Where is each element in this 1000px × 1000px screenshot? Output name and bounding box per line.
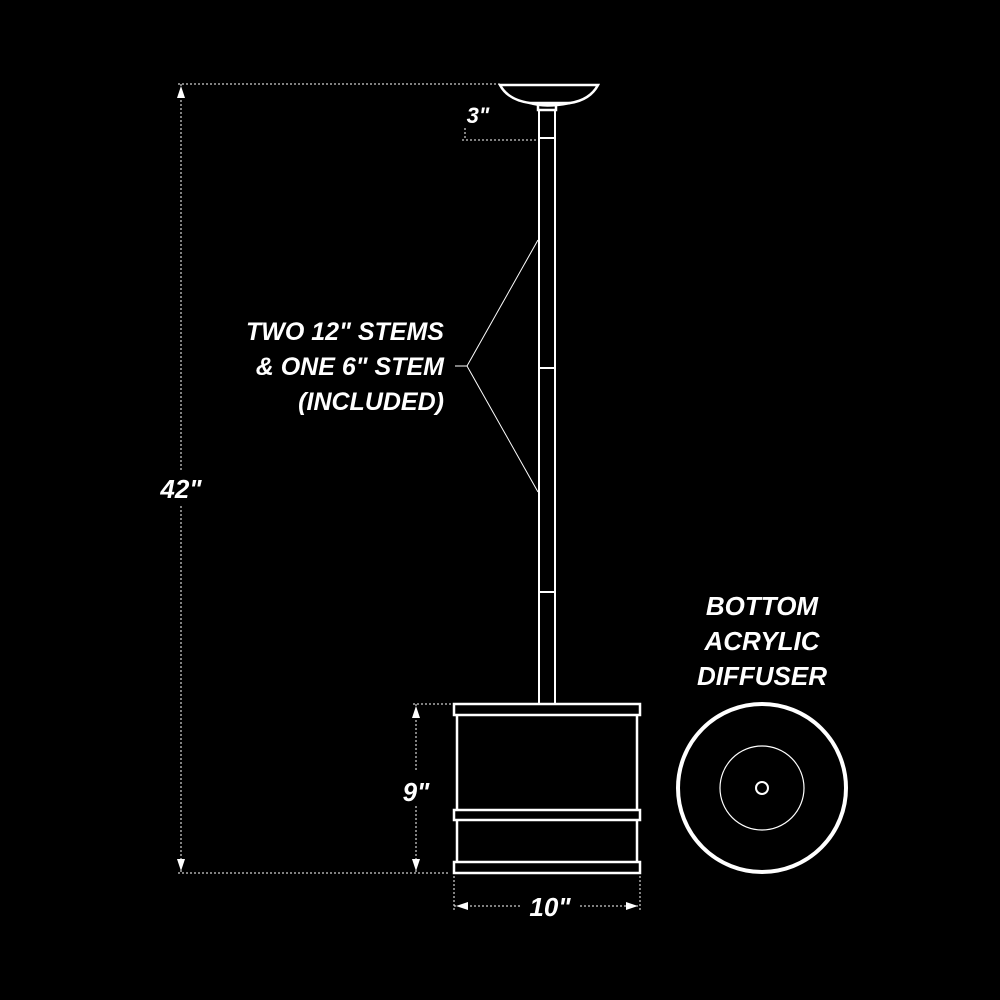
- shade-middle-band: [452, 808, 642, 822]
- stems: [538, 109, 556, 705]
- arrow-42-top: [177, 86, 185, 98]
- stem-callout-leaders: [455, 239, 539, 493]
- canopy: [497, 83, 601, 112]
- overall-height-label: 42": [159, 474, 202, 504]
- diffuser-outer-ring: [676, 702, 848, 874]
- dimension-lines: [178, 83, 641, 910]
- stems-callout-line-2: & ONE 6" STEM: [256, 353, 445, 381]
- stems-callout-line-1: TWO 12" STEMS: [246, 318, 444, 346]
- dimension-arrows: [177, 86, 638, 910]
- arrow-42-bottom: [177, 859, 185, 871]
- shade-height-label: 9": [403, 777, 430, 807]
- stems-callout-line-3: (INCLUDED): [298, 388, 444, 416]
- arrow-10-left: [456, 902, 468, 910]
- stems-callout: TWO 12" STEMS & ONE 6" STEM (INCLUDED): [246, 318, 445, 416]
- arrow-10-right: [626, 902, 638, 910]
- diffuser-callout-line-2: ACRYLIC: [703, 626, 820, 656]
- stem-upper: [538, 109, 556, 369]
- drum-shade: [452, 702, 642, 875]
- arrow-9-top: [412, 706, 420, 718]
- diffuser-callout-line-3: DIFFUSER: [697, 661, 827, 691]
- shade-bottom-band: [452, 860, 642, 875]
- diffuser-callout-line-1: BOTTOM: [706, 591, 820, 621]
- diffuser-callout: BOTTOM ACRYLIC DIFFUSER: [697, 591, 827, 691]
- shade-top-band: [452, 702, 642, 717]
- stem-lower: [538, 591, 556, 705]
- diffuser-center-hole: [755, 781, 769, 795]
- diffuser-bottom-view: [676, 702, 848, 874]
- arrow-9-bottom: [412, 859, 420, 871]
- canopy-height-label: 3": [467, 103, 490, 128]
- shade-width-label: 10": [529, 892, 571, 922]
- fixture-side-view: [452, 83, 642, 875]
- stem-middle: [538, 367, 556, 593]
- diffuser-inner-ring: [719, 745, 805, 831]
